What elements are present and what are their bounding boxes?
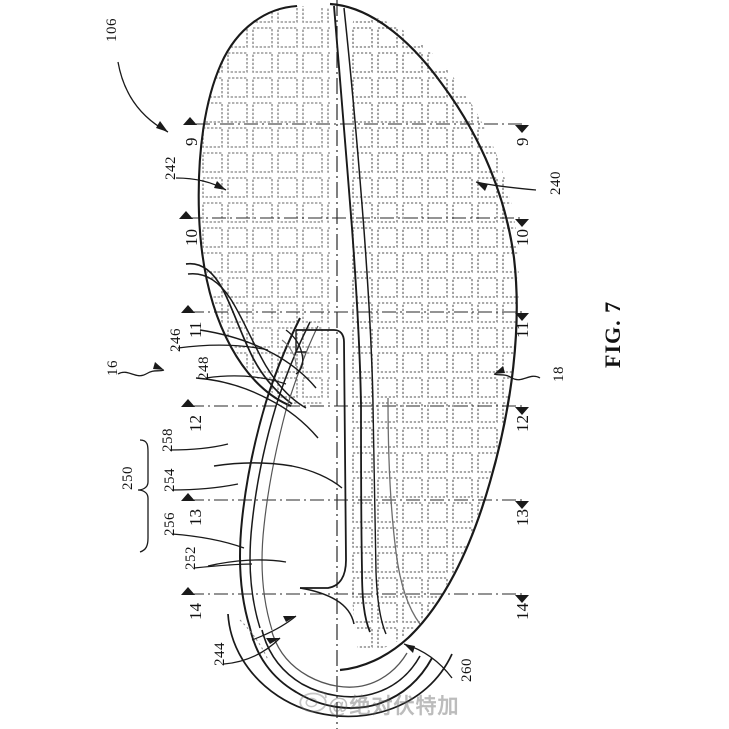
ref-numeral-242: 242 <box>163 156 179 180</box>
outsole-split-groove-inner <box>343 7 374 405</box>
section-marker-left-14: 14 <box>186 603 205 620</box>
watermark-text: @绝对伏特加 <box>328 695 460 718</box>
heel-counter-hook-2 <box>281 339 297 367</box>
section-arrows-right <box>515 125 529 603</box>
detail-dotted-heel <box>239 619 269 661</box>
heel-counter-hook <box>285 329 304 375</box>
panel-notch <box>295 330 306 353</box>
midsole-arch-curve-inner <box>249 321 311 629</box>
section-marker-left-12: 12 <box>186 415 205 432</box>
ref-numeral-240: 240 <box>548 171 564 195</box>
arch-crossline-3 <box>213 462 343 489</box>
section-marker-right-14: 14 <box>513 603 532 620</box>
section-marker-right-13: 13 <box>513 509 532 526</box>
section-marker-left-10: 10 <box>182 229 201 246</box>
ref-numeral-254: 254 <box>162 468 178 492</box>
sockliner-panel-outline <box>296 329 347 589</box>
lateral-outsole-outline <box>329 2 518 672</box>
leader-248 <box>205 375 287 385</box>
arch-crossline-2 <box>195 377 319 439</box>
ref-numeral-248: 248 <box>196 356 212 380</box>
heel-curve-2 <box>261 629 421 698</box>
leader-246 <box>177 344 269 351</box>
ref-numeral-16: 16 <box>105 360 121 376</box>
arch-crossline-1 <box>199 329 317 389</box>
lateral-tread-boundary <box>387 397 421 625</box>
leader-260 <box>403 643 453 679</box>
leader-244 <box>223 637 281 665</box>
detail-line-252 <box>207 559 287 567</box>
leader-240 <box>475 181 537 191</box>
section-marker-right-10: 10 <box>513 229 532 246</box>
medial-outsole-outline <box>197 4 298 407</box>
section-marker-right-12: 12 <box>513 415 532 432</box>
ref-numeral-250: 250 <box>120 466 136 490</box>
figure-title: FIG. 7 <box>600 300 625 368</box>
heel-curve-outer <box>227 613 453 718</box>
ref-numeral-260: 260 <box>459 658 475 682</box>
section-marker-right-9: 9 <box>513 137 532 147</box>
leader-16 <box>117 362 165 377</box>
arch-contour-upper-2 <box>187 272 307 409</box>
leader-244-secondary <box>251 615 297 641</box>
section-marker-left-13: 13 <box>186 509 205 526</box>
leader-250-brace <box>137 439 149 553</box>
ref-numeral-252: 252 <box>183 546 199 570</box>
midsole-arch-curve-outer <box>239 317 301 629</box>
leader-258 <box>169 443 229 451</box>
leader-106 <box>117 61 169 133</box>
heel-curve-3 <box>271 631 408 688</box>
arch-contour-upper <box>185 262 293 405</box>
ref-numeral-246: 246 <box>168 328 184 352</box>
section-marker-left-9: 9 <box>182 137 201 147</box>
leader-252 <box>193 563 253 569</box>
weibo-eye-icon <box>299 690 327 713</box>
heel-curve-1 <box>249 627 433 709</box>
ref-numeral-244: 244 <box>212 642 228 666</box>
leader-242 <box>175 177 227 191</box>
heel-panel-closure <box>299 587 355 625</box>
ref-numeral-106: 106 <box>104 18 120 42</box>
lateral-inner-edge-2 <box>372 403 387 635</box>
lateral-inner-edge <box>360 403 371 633</box>
ref-numeral-18: 18 <box>551 366 567 382</box>
ref-numeral-258: 258 <box>160 428 176 452</box>
ref-numeral-256: 256 <box>162 512 178 536</box>
leader-18 <box>493 366 541 381</box>
section-marker-right-11: 11 <box>513 321 532 338</box>
midsole-arch-curve-inner-2 <box>261 325 319 631</box>
leader-256 <box>171 533 245 549</box>
section-marker-left-11: 11 <box>186 321 205 338</box>
outsole-split-groove-outer <box>333 5 362 405</box>
leader-254 <box>171 483 239 491</box>
section-arrows-left <box>179 117 197 595</box>
